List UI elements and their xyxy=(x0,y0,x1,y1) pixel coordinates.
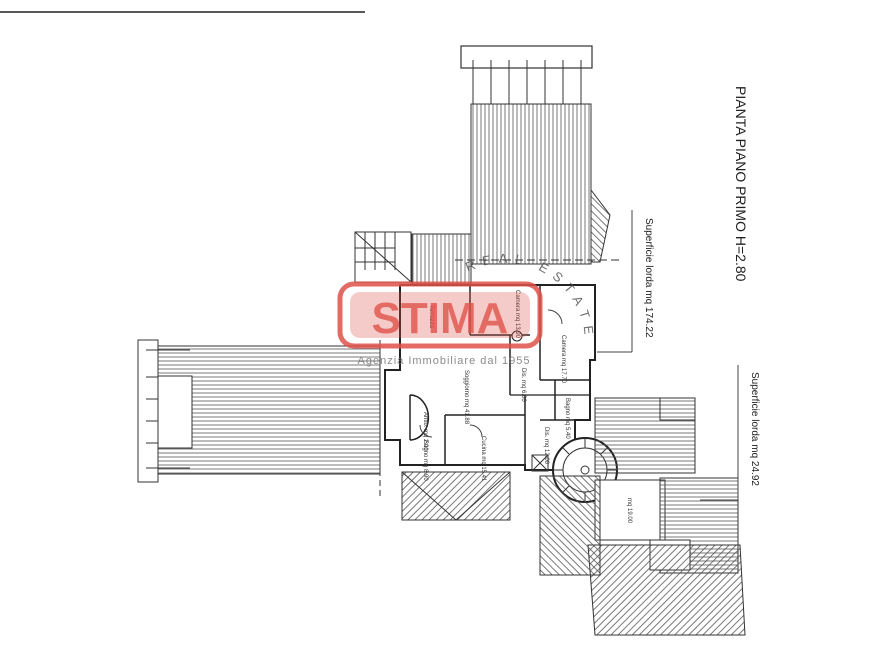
area-secondary-label: Superficie lorda mq 24.92 xyxy=(749,372,760,486)
room-label: Dis. mq 6.00 xyxy=(520,368,526,402)
bottom-left-roof xyxy=(401,471,511,521)
leader-lines xyxy=(597,210,739,501)
room-label: Dis. mq 12.00 xyxy=(543,427,549,465)
left-terrace xyxy=(137,339,381,500)
room-label: Camera mq 13.90 xyxy=(514,290,520,339)
room-label: Cucina mq 15.41 xyxy=(480,436,486,482)
right-roofs xyxy=(539,397,746,636)
room-label: Antib. mq 2.00 xyxy=(422,412,428,451)
room-label: mq 19.00 xyxy=(626,498,632,524)
room-label: Soggiorno mq 41.88 xyxy=(463,370,469,425)
room-label: Terrazza xyxy=(428,305,434,329)
upper-left-stairs xyxy=(354,231,472,285)
area-main-label: Superficie lorda mq 174.22 xyxy=(643,218,654,338)
room-label: Bagno mq 5.40 xyxy=(564,398,570,439)
watermark-brand: STIMA xyxy=(372,294,509,343)
room-label: Camera mq 17.70 xyxy=(560,335,566,384)
plan-title: PIANTA PIANO PRIMO H=2.80 xyxy=(733,86,749,282)
room-labels: Terrazza Camera mq 13.90 Camera mq 17.70… xyxy=(422,290,632,524)
room-label: Bagno mq 8.90 xyxy=(422,440,428,481)
top-border-line xyxy=(0,0,893,13)
watermark-tagline: Agenzia Immobiliare dal 1955 xyxy=(358,355,531,367)
top-roof xyxy=(460,45,611,265)
